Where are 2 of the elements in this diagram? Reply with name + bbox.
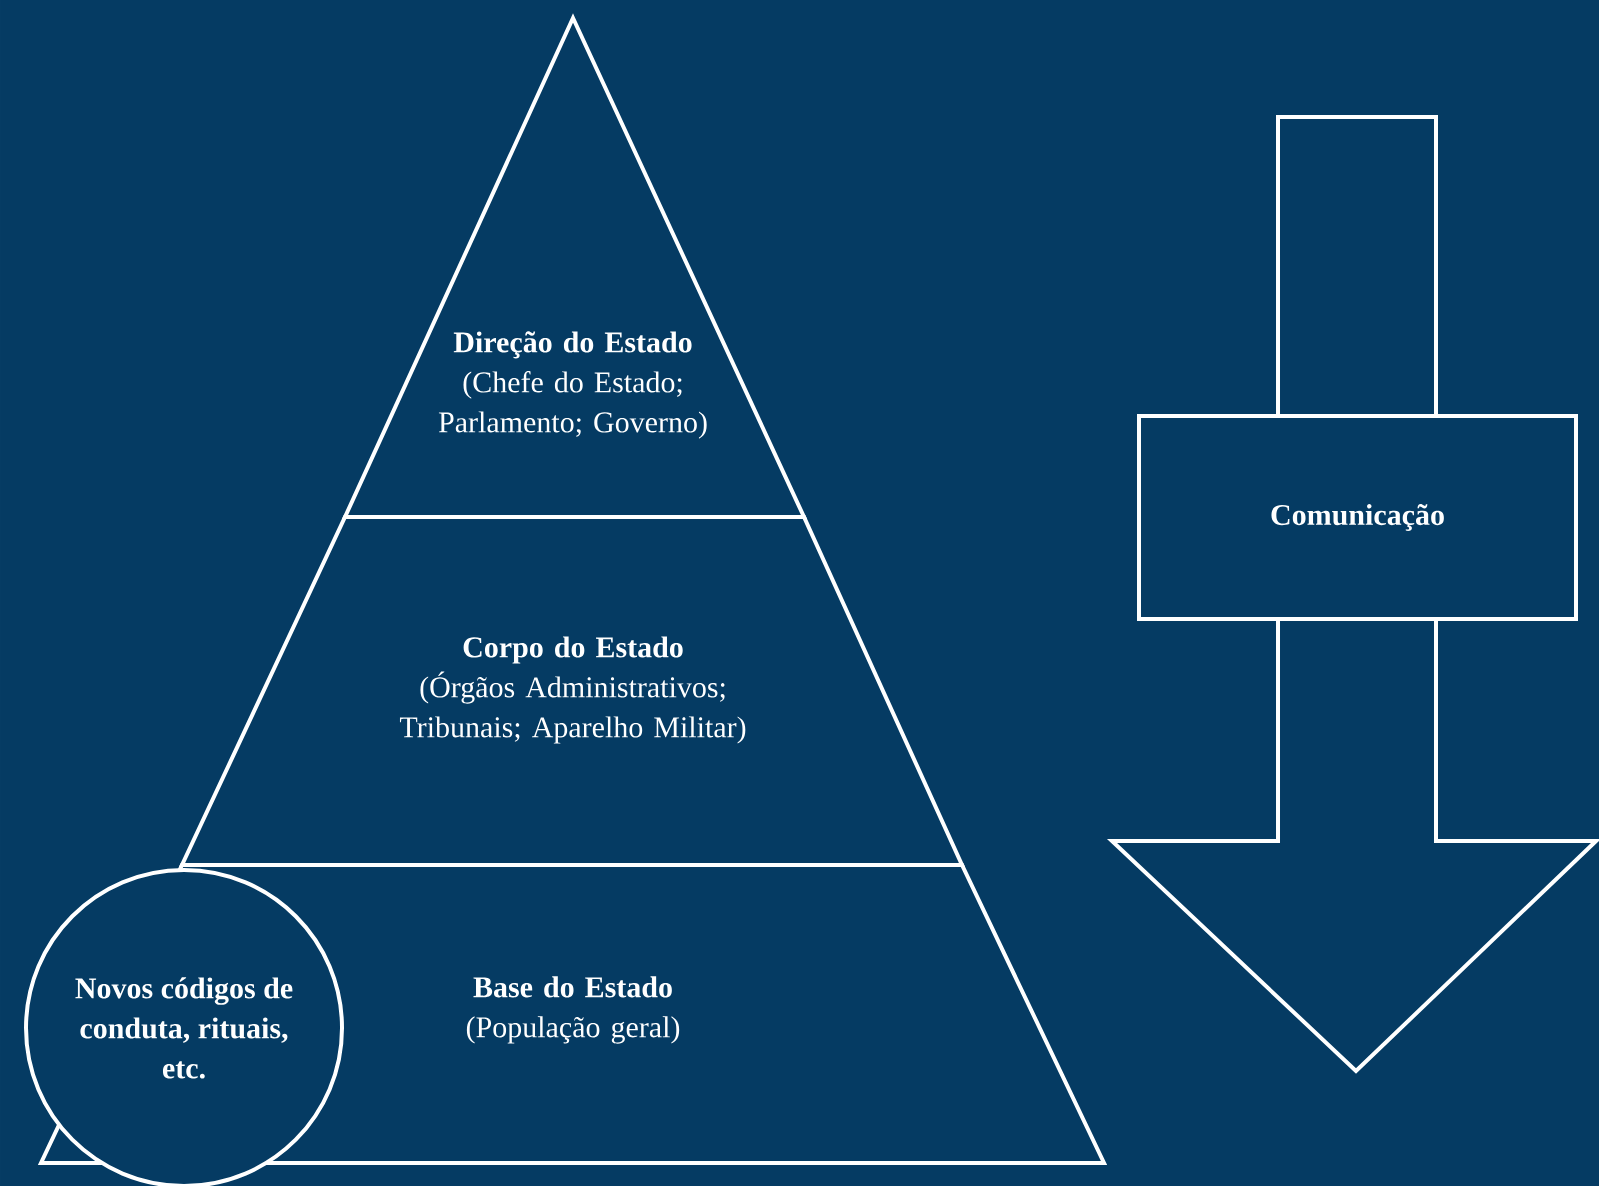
- node-label: Novos códigos de conduta, rituais, etc.: [75, 977, 293, 1079]
- label-box: Comunicação: [1137, 414, 1578, 621]
